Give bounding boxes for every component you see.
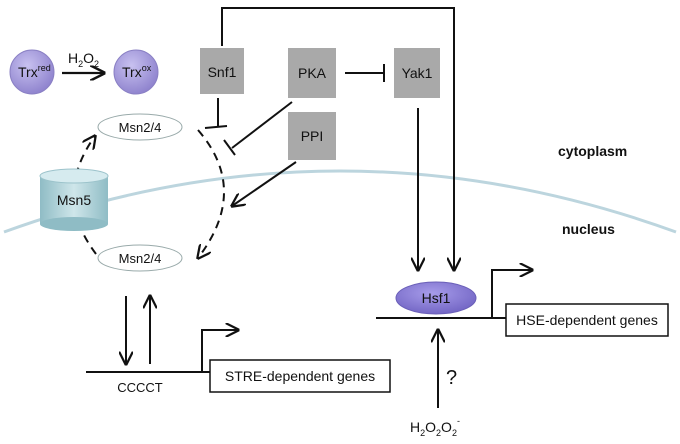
msn5-label: Msn5 <box>57 192 91 208</box>
nucleus-label: nucleus <box>562 221 615 237</box>
msn24-top-label: Msn2/4 <box>119 120 162 135</box>
hsf1-label: Hsf1 <box>422 290 451 306</box>
cccct-label: CCCCT <box>117 380 163 395</box>
question-mark: ? <box>446 367 457 389</box>
snf1-box <box>200 48 244 94</box>
hse-transcription-arrow <box>491 270 532 318</box>
nuclear-import-dashed-arrow <box>198 129 225 258</box>
pka-inhibits-import-bar <box>223 139 236 156</box>
snf1-label: Snf1 <box>208 64 237 80</box>
cytoplasm-label: cytoplasm <box>558 143 627 159</box>
stre-genes-box <box>209 359 391 393</box>
msn5-node <box>39 168 109 231</box>
h2o2o2-bottom-label: H2O2O2- <box>410 416 460 438</box>
hse-genes-box <box>505 303 669 337</box>
ppi-to-import-arrow <box>232 161 297 206</box>
msn24-bottom-label: Msn2/4 <box>119 251 162 266</box>
stre-genes-label: STRE-dependent genes <box>225 368 375 384</box>
trx-red-node <box>9 49 55 95</box>
trx-ox-node <box>113 49 159 95</box>
hsf1-node <box>395 281 477 315</box>
trx-ox-label: Trxox <box>122 63 152 80</box>
hse-genes-label: HSE-dependent genes <box>516 312 658 328</box>
msn24-bottom-node <box>97 244 183 272</box>
pka-inhibits-import <box>231 101 293 149</box>
ppi-box <box>288 112 336 160</box>
stre-transcription-arrow <box>201 330 238 372</box>
ppi-label: PPI <box>301 128 324 144</box>
yak1-label: Yak1 <box>402 65 433 81</box>
pka-box <box>288 48 336 98</box>
snf1-inhibits-import-bar <box>204 125 228 129</box>
pka-label: PKA <box>298 65 327 81</box>
snf1-to-hsf1-arrow <box>221 7 454 270</box>
trx-red-label: Trxred <box>18 63 51 80</box>
h2o2-top-label: H2O2 <box>68 50 99 69</box>
msn24-top-node <box>97 113 183 141</box>
yak1-box <box>394 48 440 98</box>
